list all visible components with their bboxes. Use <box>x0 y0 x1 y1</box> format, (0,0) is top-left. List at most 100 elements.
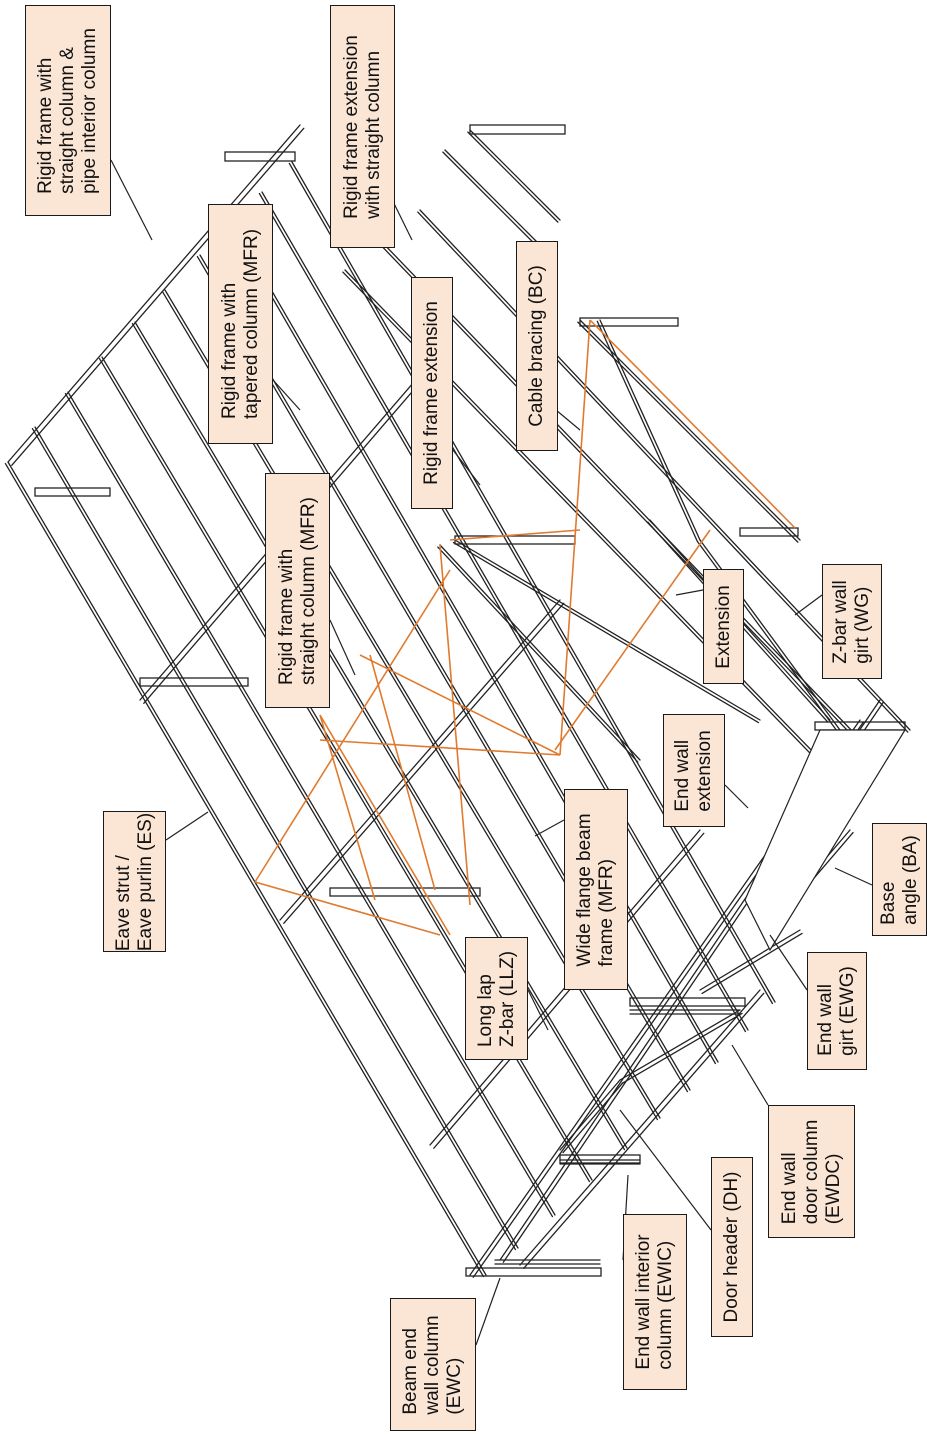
end-wall-member <box>701 932 803 995</box>
callout-leader <box>675 589 704 596</box>
callout-leader <box>724 784 749 809</box>
roof-purlin <box>7 461 487 1276</box>
end-wall-member <box>619 1009 741 1081</box>
callout-extension: Extension <box>703 569 744 684</box>
callout-leader <box>619 1109 712 1231</box>
roof-purlin <box>34 426 519 1249</box>
callout-cable-bracing: Cable bracing (BC) <box>516 241 558 451</box>
cable-bracing <box>254 569 451 883</box>
callout-text: Cable bracing (BC) <box>526 265 547 427</box>
extension-member <box>442 151 539 248</box>
callout-rigid-frame-pipe-interior-column: Rigid frame with straight column & pipe … <box>25 5 111 216</box>
end-wall-interior-column <box>559 1154 641 1164</box>
callout-text: Rigid frame with tapered column (MFR) <box>218 228 262 420</box>
extension-member <box>454 539 761 721</box>
extension-member <box>577 321 799 543</box>
callout-end-wall-extension: End wall extension <box>663 714 725 827</box>
callout-rigid-frame-tapered-column: Rigid frame with tapered column (MFR) <box>208 204 273 444</box>
extension-member <box>379 239 881 761</box>
extension-plate <box>579 317 679 327</box>
callout-end-wall-door-column: End wall door column (EWDC) <box>768 1105 855 1238</box>
extension-member <box>579 319 801 541</box>
frame-plate <box>329 887 481 897</box>
callout-door-header: Door header (DH) <box>711 1157 753 1337</box>
rigid-frame <box>7 124 301 463</box>
callout-leader <box>769 934 808 991</box>
frame-plate <box>34 487 111 497</box>
base-angle-panel <box>744 729 907 952</box>
roof-purlin <box>67 391 556 1216</box>
extension-member <box>469 129 561 221</box>
cable-bracing <box>319 714 376 901</box>
callout-text: Rigid frame with straight column (MFR) <box>275 496 319 685</box>
callout-leader <box>555 409 581 431</box>
callout-beam-end-wall-column: Beam end wall column (EWC) <box>390 1298 476 1431</box>
cable-bracing <box>554 529 711 751</box>
roof-purlin <box>288 162 774 1005</box>
roof-purlin <box>31 427 517 1251</box>
roof-purlin <box>231 221 719 1063</box>
callout-rigid-frame-extension-straight-column: Rigid frame extension with straight colu… <box>330 5 395 248</box>
callout-text: Rigid frame extension with straight colu… <box>340 34 384 219</box>
callout-leader <box>475 1277 501 1346</box>
callout-long-lap-z-bar: Long lap Z-bar (LLZ) <box>465 937 528 1060</box>
rigid-frame <box>523 992 765 1269</box>
cable-bracing <box>439 544 471 906</box>
roof-purlin <box>261 191 749 1031</box>
callout-leader <box>165 811 209 841</box>
callout-leader <box>527 989 549 1031</box>
callout-end-wall-interior-column: End wall interior column (EWIC) <box>623 1214 687 1390</box>
cable-bracing <box>449 529 581 541</box>
cable-bracing <box>369 654 436 891</box>
callout-wide-flange-beam-frame: Wide flange beam frame (MFR) <box>564 789 628 990</box>
extension-member <box>596 320 698 542</box>
extension-member <box>452 541 760 724</box>
rigid-frame <box>279 599 561 921</box>
callout-text: End wall girt (EWG) <box>815 966 858 1056</box>
callout-text: Rigid frame with straight column & pipe … <box>35 27 100 194</box>
callout-leader <box>731 1044 769 1106</box>
callout-z-bar-wall-girt: Z-bar wall girt (WG) <box>822 564 882 679</box>
extension-member <box>444 149 541 246</box>
rigid-frame <box>433 832 705 1149</box>
callout-end-wall-girt: End wall girt (EWG) <box>807 952 867 1070</box>
end-wall-member <box>559 1079 621 1151</box>
rigid-frame <box>11 127 305 466</box>
callout-text: Door header (DH) <box>721 1171 742 1323</box>
beam-end-wall-column <box>465 1267 602 1277</box>
callout-leader <box>272 379 301 411</box>
callout-text: Eave strut / Eave purlin (ES) <box>112 812 156 951</box>
rigid-frame <box>283 602 565 924</box>
roof-purlin <box>131 322 626 1151</box>
cable-bracing <box>589 319 796 529</box>
extension-member <box>437 546 639 763</box>
cable-bracing <box>559 319 591 756</box>
callout-text: Base angle (BA) <box>877 834 921 925</box>
callout-leader <box>794 594 823 616</box>
extension-member <box>377 241 879 763</box>
roof-purlin <box>64 392 554 1218</box>
cable-bracing <box>319 739 561 756</box>
end-wall-member <box>562 1081 624 1154</box>
callout-text: Wide flange beam frame (MFR) <box>574 812 617 967</box>
end-wall-door-column <box>629 997 746 1007</box>
cable-bracing <box>254 881 441 936</box>
callout-leader <box>834 867 873 886</box>
roof-purlin <box>228 222 717 1065</box>
callout-eave-strut-purlin: Eave strut / Eave purlin (ES) <box>103 811 166 952</box>
rigid-frame <box>519 989 761 1266</box>
callout-leader <box>452 449 481 486</box>
cable-bracing <box>359 654 561 756</box>
frame-plate <box>139 677 249 687</box>
end-wall-member <box>699 929 801 991</box>
callout-text: End wall interior column (EWIC) <box>633 1234 676 1370</box>
callout-base-angle: Base angle (BA) <box>872 823 927 936</box>
roof-purlin <box>4 462 485 1278</box>
frame-plate <box>224 151 296 162</box>
callout-text: End wall extension <box>672 729 715 812</box>
extension-plate <box>469 124 566 135</box>
callout-text: Z-bar wall girt (WG) <box>830 579 873 664</box>
callout-text: Long lap Z-bar (LLZ) <box>474 950 518 1047</box>
callout-text: Extension <box>712 584 734 669</box>
cable-bracing <box>319 714 451 936</box>
